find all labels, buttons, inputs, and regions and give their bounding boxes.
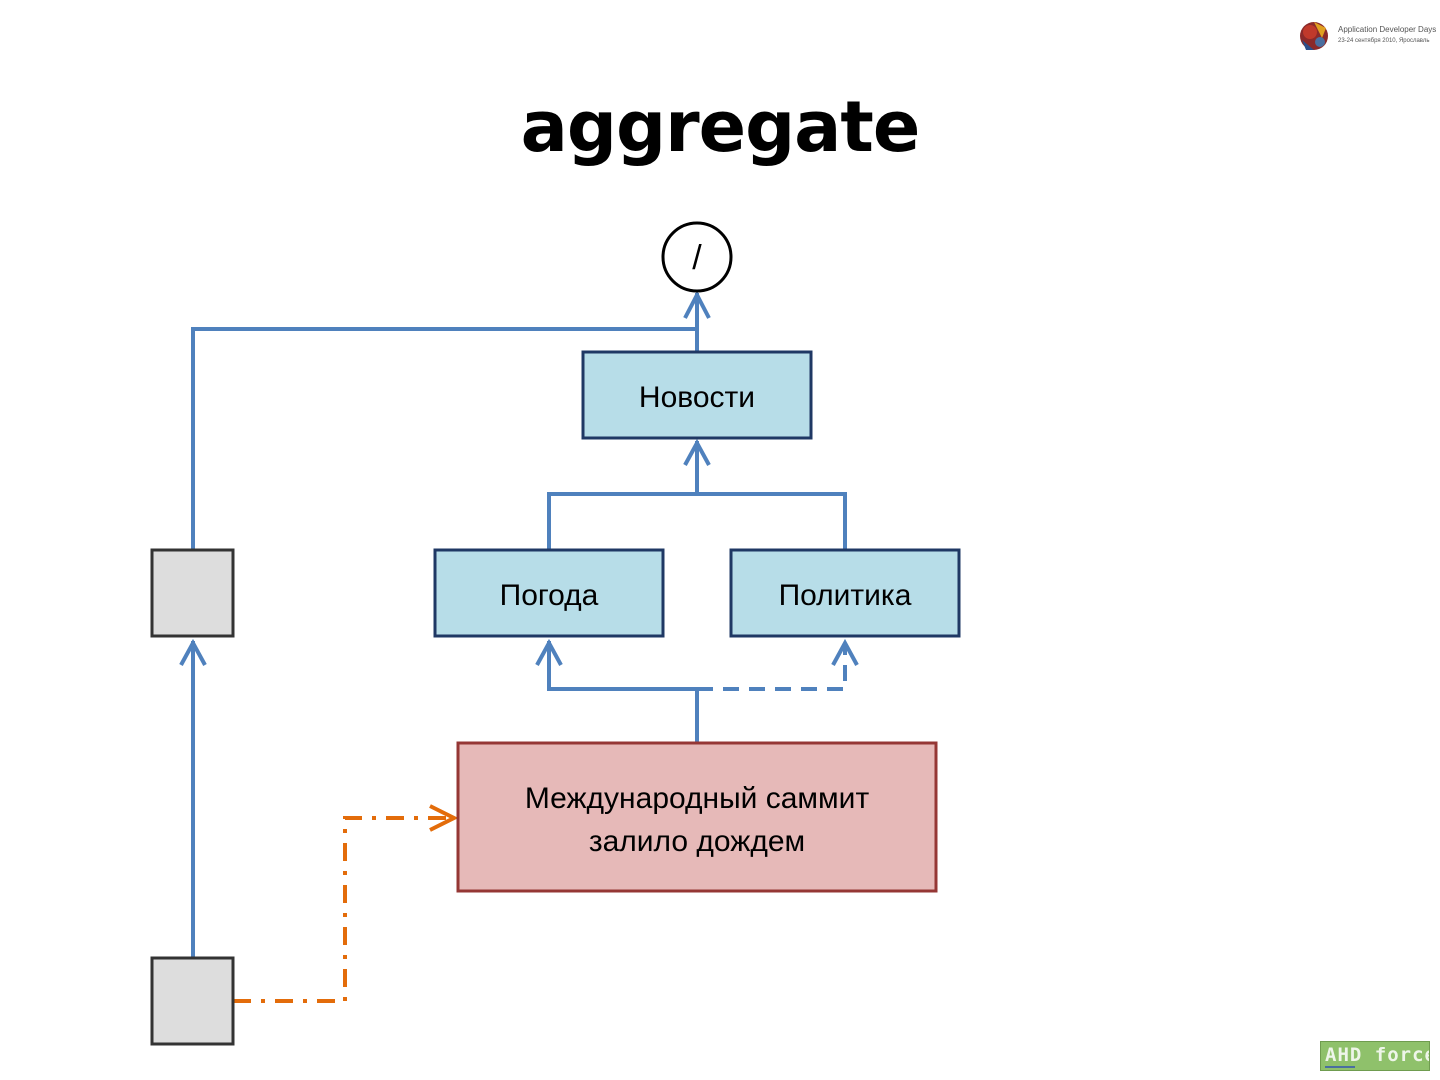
- connector-bottom-gray-to-article: [233, 816, 452, 1003]
- connector-categories-to-news: [547, 492, 847, 550]
- arrowhead-news: [683, 438, 711, 466]
- sponsor-logo-text: AHD force: [1325, 1044, 1430, 1066]
- weather-node: [433, 548, 665, 638]
- arrowhead-weather: [535, 638, 563, 666]
- politics-node: [729, 548, 961, 638]
- weather-node-label: Погода: [500, 579, 599, 612]
- connector-article-to-weather: [547, 641, 699, 743]
- gray-node-upper: [150, 548, 235, 638]
- connectors-blue: [191, 293, 847, 958]
- root-node-label: /: [692, 239, 702, 277]
- article-node-label-line1: Международный саммит: [525, 782, 870, 815]
- slide-title: aggregate: [520, 86, 921, 168]
- arrowhead-gray-box: [179, 638, 207, 666]
- gray-node-lower: [150, 956, 235, 1046]
- sponsor-logo: AHD force: [1320, 1041, 1430, 1071]
- article-node: [456, 741, 938, 893]
- arrowhead-root: [683, 290, 711, 319]
- connector-left-to-root: [191, 327, 697, 550]
- news-node-label: Новости: [639, 381, 755, 414]
- arrowheads-blue: [179, 290, 859, 666]
- conference-logo: Application Developer Days 23-24 сентябр…: [1296, 14, 1436, 54]
- root-node: [661, 221, 733, 293]
- conference-logo-line2: 23-24 сентября 2010, Ярославль: [1338, 38, 1430, 44]
- politics-node-label: Политика: [779, 579, 912, 612]
- arrowhead-article: [429, 804, 459, 832]
- article-node-label-line2: залило дождем: [589, 825, 805, 858]
- conference-logo-icon: [1300, 22, 1328, 50]
- conference-logo-line1: Application Developer Days: [1338, 25, 1437, 34]
- news-node: [581, 350, 813, 440]
- connector-article-to-politics: [697, 645, 847, 691]
- sponsor-logo-underline: [1325, 1066, 1355, 1068]
- arrowhead-politics: [831, 638, 859, 666]
